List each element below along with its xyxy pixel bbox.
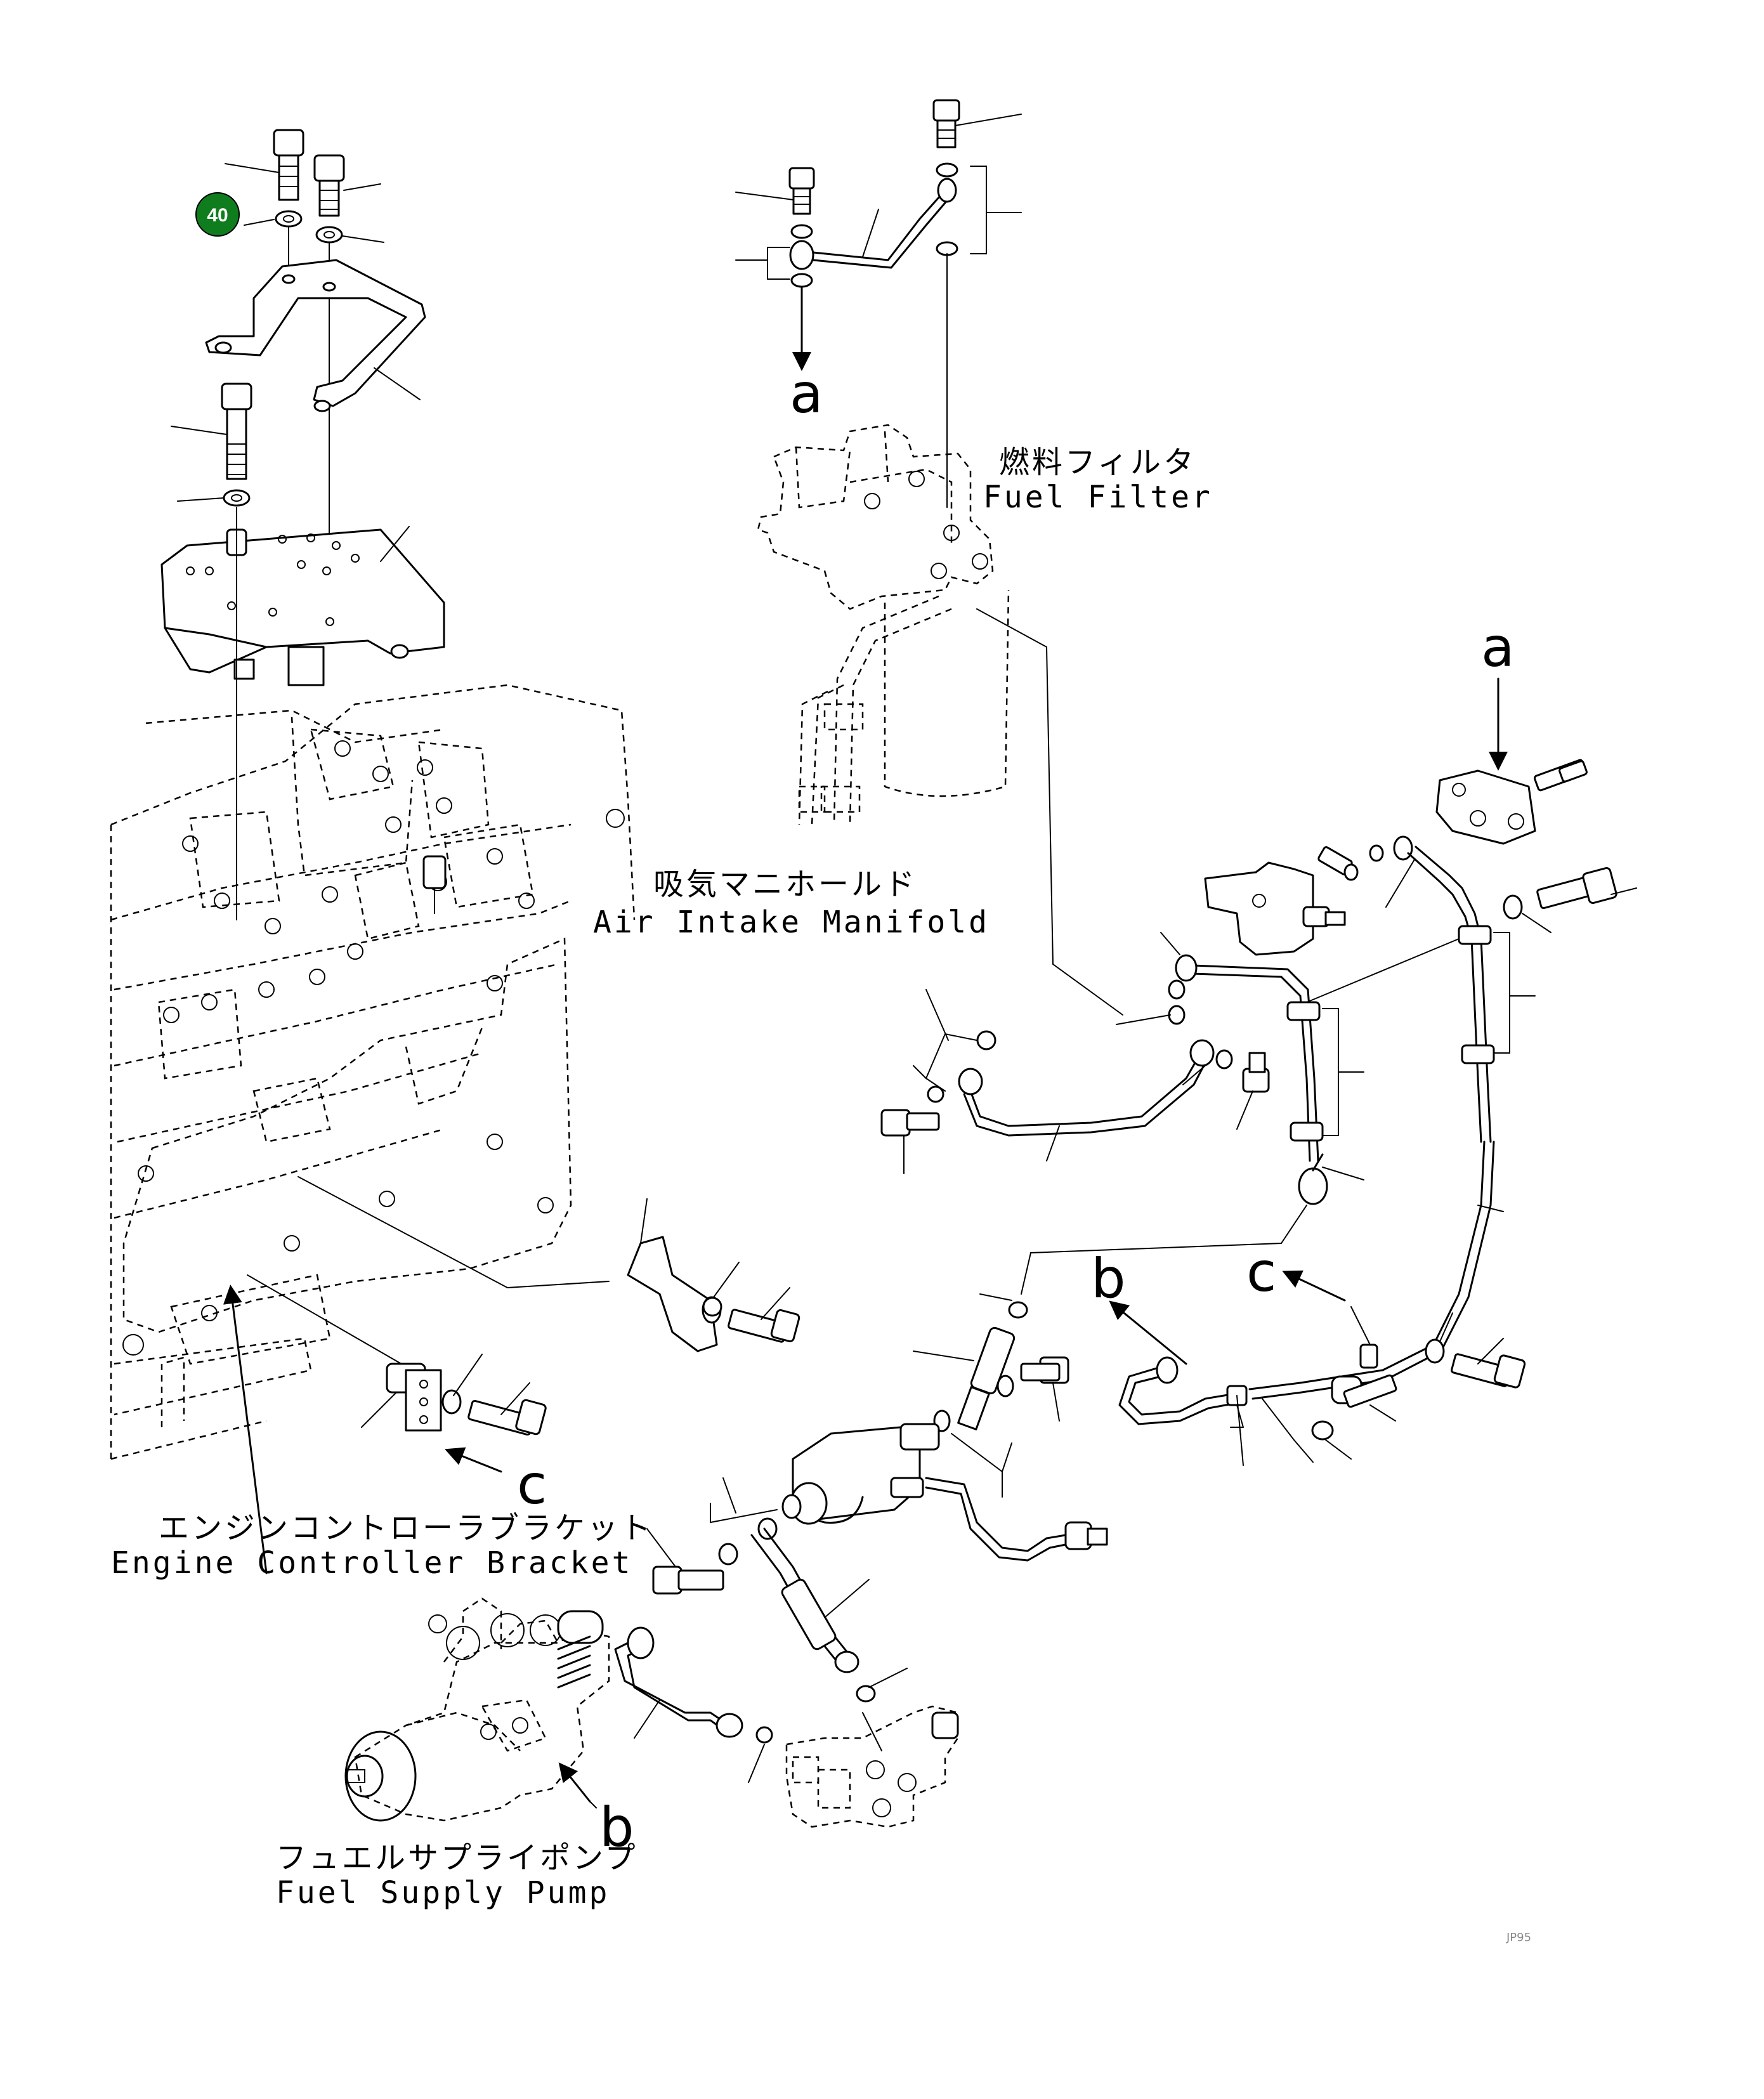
callout-40-circle[interactable] [195, 192, 240, 237]
view-ref-a-right: a [1481, 616, 1515, 679]
engine-block [110, 684, 636, 1460]
bolt-icon [1451, 1353, 1526, 1389]
svg-text:Engine Controller Bracket: Engine Controller Bracket [111, 1545, 632, 1581]
view-ref-c-left: c [517, 1453, 547, 1517]
svg-text:吸気マニホールド: 吸気マニホールド [653, 866, 917, 902]
bolt-icon [467, 1399, 547, 1436]
bolt-icon [652, 1566, 724, 1595]
svg-text:Air Intake Manifold: Air Intake Manifold [593, 905, 990, 940]
engine-bolt-heads [122, 740, 625, 1356]
air-intake-manifold-label: 吸気マニホールド Air Intake Manifold [593, 866, 990, 940]
fuel-supply-pump-label: フュエルサプライポンプ Fuel Supply Pump [276, 1840, 638, 1911]
callout-40-number[interactable]: 40 [207, 205, 228, 226]
svg-text:Fuel Filter: Fuel Filter [983, 480, 1213, 515]
view-ref-c-right: c [1246, 1241, 1276, 1304]
engine-controller-bracket-parts [223, 1176, 800, 1574]
washer-icon [702, 1297, 722, 1317]
bolt-icon [313, 154, 345, 217]
svg-text:エンジンコントローラブラケット: エンジンコントローラブラケット [159, 1510, 653, 1546]
view-ref-a-top: a [790, 362, 823, 426]
fuel-filter-assembly [735, 99, 1123, 1016]
bolt-icon [788, 167, 815, 215]
svg-text:Fuel Supply Pump: Fuel Supply Pump [276, 1875, 610, 1911]
washer-icon [275, 210, 343, 244]
bolt-icon [880, 1109, 940, 1137]
bolt-icon [273, 129, 304, 201]
bolt-icon [932, 99, 960, 148]
callout-40-badge[interactable]: 40 [195, 192, 240, 237]
fuel-supply-pump-assembly: b [344, 1477, 959, 1859]
bolt-icon [1533, 759, 1588, 792]
bolt-icon [221, 383, 252, 480]
svg-text:燃料フィルタ: 燃料フィルタ [999, 445, 1196, 480]
bolt-icon [1242, 1052, 1270, 1093]
bolt-icon [957, 1326, 1016, 1430]
view-ref-b-mid: b [1091, 1247, 1126, 1311]
drawing-code: JP95 [1506, 1931, 1531, 1944]
center-sensor-pipe [781, 1326, 1108, 1562]
bolt-icon [1536, 866, 1617, 910]
fuel-filter-label: 燃料フィルタ Fuel Filter [983, 445, 1213, 515]
bolt-icon [728, 1309, 800, 1343]
engine-controller-bracket-label: エンジンコントローラブラケット Engine Controller Bracke… [111, 1510, 653, 1581]
svg-text:フュエルサプライポンプ: フュエルサプライポンプ [276, 1840, 638, 1876]
bolt-icon [1331, 1374, 1397, 1408]
view-ref-b-pump: b [599, 1796, 634, 1859]
right-piping-assembly: a [880, 616, 1637, 1466]
bolt-icon [1020, 1356, 1069, 1384]
top-left-bracket-assembly [160, 129, 445, 920]
hole-pattern [186, 533, 360, 626]
